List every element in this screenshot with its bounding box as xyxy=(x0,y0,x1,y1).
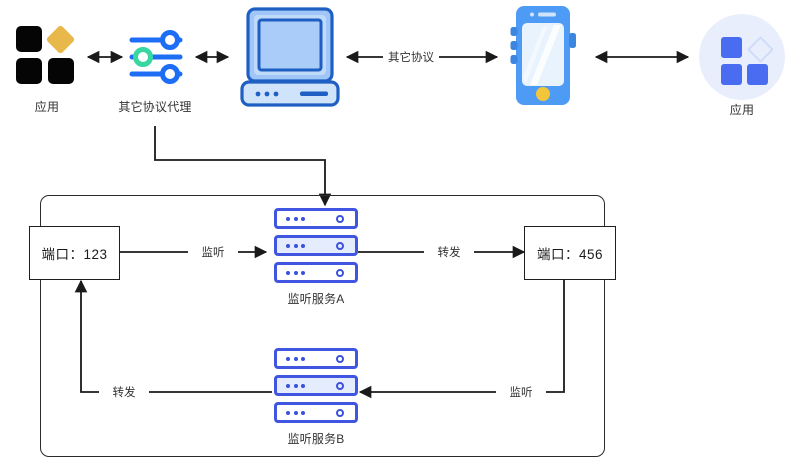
service-a-label: 监听服务A xyxy=(287,292,345,306)
app-left-label: 应用 xyxy=(34,100,60,114)
sliders-settings-icon xyxy=(128,30,184,84)
host-container xyxy=(40,195,605,457)
app-squares-diamond-icon xyxy=(16,24,78,88)
port-box-123[interactable]: 端口：123 xyxy=(29,226,120,280)
edge-label-listen-a: 监听 xyxy=(188,244,238,260)
desktop-computer-icon xyxy=(238,4,342,108)
server-rack-icon-b xyxy=(274,348,358,423)
port-box-456[interactable]: 端口：456 xyxy=(524,226,616,280)
server-rack-icon-a xyxy=(274,208,358,283)
app-right-label: 应用 xyxy=(729,103,755,117)
edge-label-forward-a: 转发 xyxy=(424,244,474,260)
edge-label-listen-b: 监听 xyxy=(496,384,546,400)
smartphone-icon xyxy=(507,5,581,108)
edge-label-forward-b: 转发 xyxy=(99,384,149,400)
edge-label-other-protocol: 其它协议 xyxy=(383,49,439,65)
proxy-label: 其它协议代理 xyxy=(118,100,192,114)
service-b-label: 监听服务B xyxy=(287,432,345,446)
app-squares-circle-icon xyxy=(699,14,785,100)
